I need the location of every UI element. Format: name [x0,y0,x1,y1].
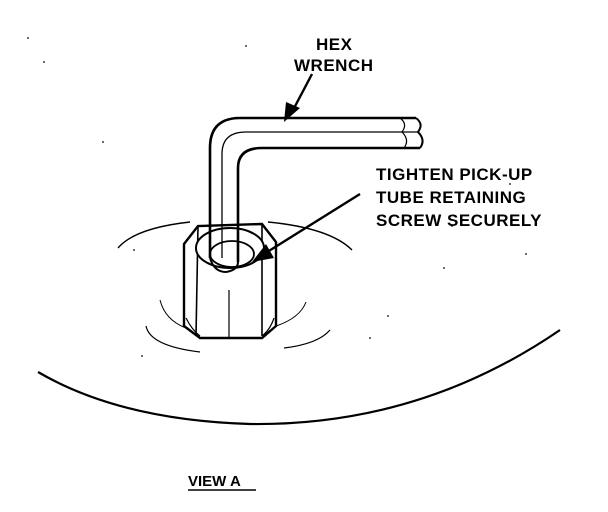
tank-dish-base-right [275,301,307,327]
hex-wrench-leader-arrow [284,73,314,122]
instruction-label-line3: SCREW SECURELY [376,211,542,230]
hex-wrench-label-line2: WRENCH [294,56,374,75]
hex-wrench-label-line1: HEX [316,35,353,54]
tank-dish-right-upper-curve [267,221,353,251]
tank-surface-outer-curve [37,329,561,426]
instruction-label-line1: TIGHTEN PICK-UP [376,165,533,184]
tank-dish-base-left [159,299,187,329]
tank-dish-lower-left-curve [145,325,201,353]
instruction-label-line2: TUBE RETAINING [376,188,526,207]
hex-fitting [182,222,278,340]
tank-dish-upper-curve [117,221,191,249]
hex-wrench [208,116,424,274]
scan-speckles [27,37,527,357]
tank-dish-lower-right-curve [283,329,331,349]
retaining-screw-leader-arrow [252,192,361,262]
view-caption: VIEW A [188,473,241,490]
